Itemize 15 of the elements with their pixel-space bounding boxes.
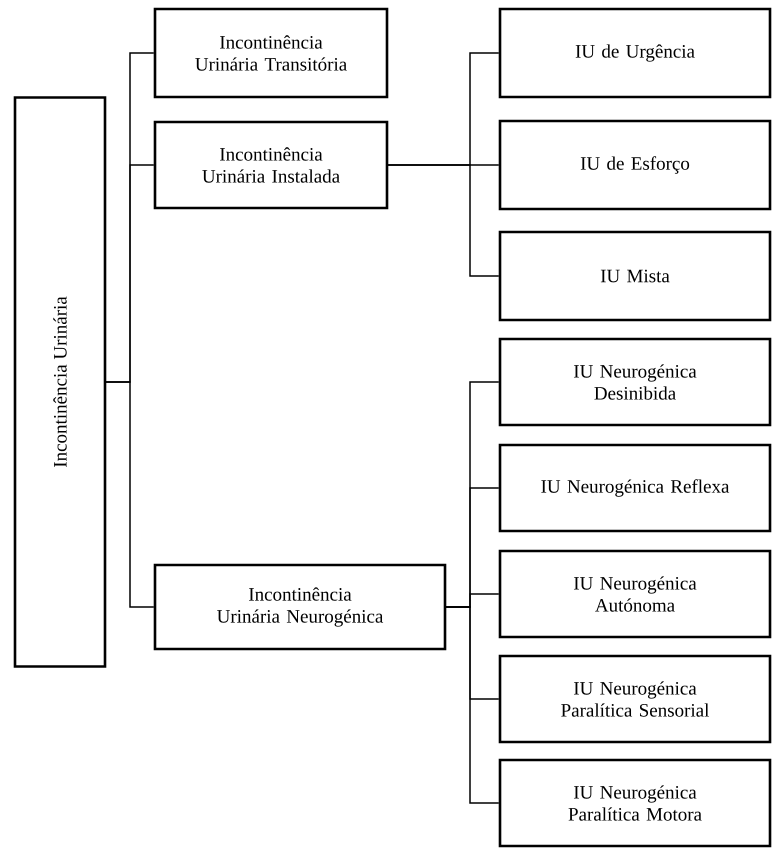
category-box: IU Neurogénica Reflexa xyxy=(498,444,772,532)
category-box: IU Mista xyxy=(498,230,772,322)
category-box: IU Neurogénica Autónoma xyxy=(498,550,772,638)
category-box: IU Neurogénica Paralítica Motora xyxy=(498,758,772,848)
connector-line xyxy=(445,606,499,804)
category-box: IU Neurogénica Desinibida xyxy=(498,338,772,426)
category-box: IU Neurogénica Paralítica Sensorial xyxy=(498,654,772,744)
category-box: Incontinência Urinária xyxy=(14,96,106,668)
connector-line xyxy=(387,164,499,277)
connector-line xyxy=(105,381,154,608)
category-box: IU de Esforço xyxy=(498,120,772,210)
category-box: Incontinência Urinária Instalada xyxy=(154,120,388,210)
category-box: Incontinência Urinária Transitória xyxy=(154,8,388,98)
category-box: Incontinência Urinária Neurogénica xyxy=(154,564,446,650)
category-box: IU de Urgência xyxy=(498,8,772,98)
